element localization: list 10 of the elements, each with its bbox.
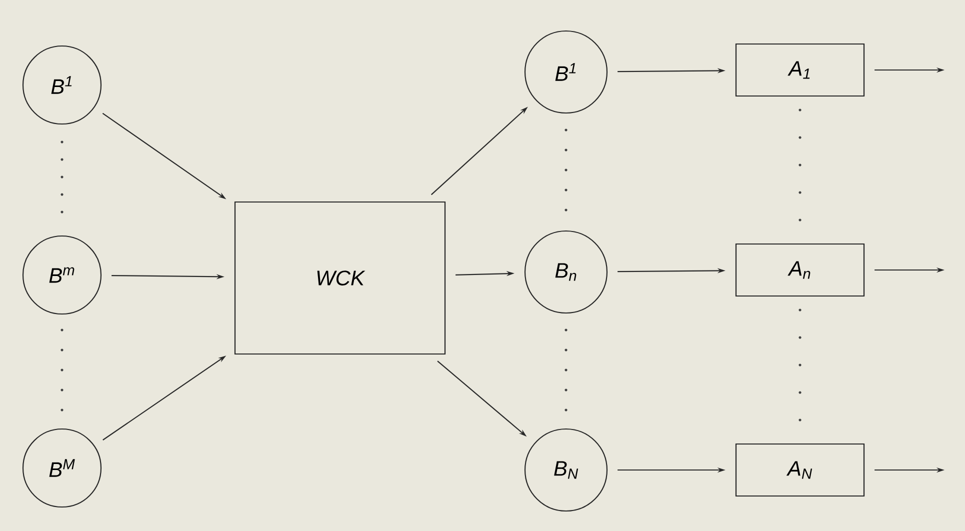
circle-node: B$^{m}$ <box>22 235 102 315</box>
process-box: A$_{N}$ <box>735 443 865 497</box>
circle-node: B$_{N}$ <box>524 428 608 512</box>
circle-node: B$^{1}$ <box>524 30 608 114</box>
circle-node: B$_{n}$ <box>524 230 608 314</box>
process-box: WCK <box>234 201 446 355</box>
process-box: A$_{n}$ <box>735 243 865 297</box>
process-box: A$_{1}$ <box>735 43 865 97</box>
circle-node: B$^{1}$ <box>22 45 102 125</box>
circle-node: B$^{M}$ <box>22 428 102 508</box>
